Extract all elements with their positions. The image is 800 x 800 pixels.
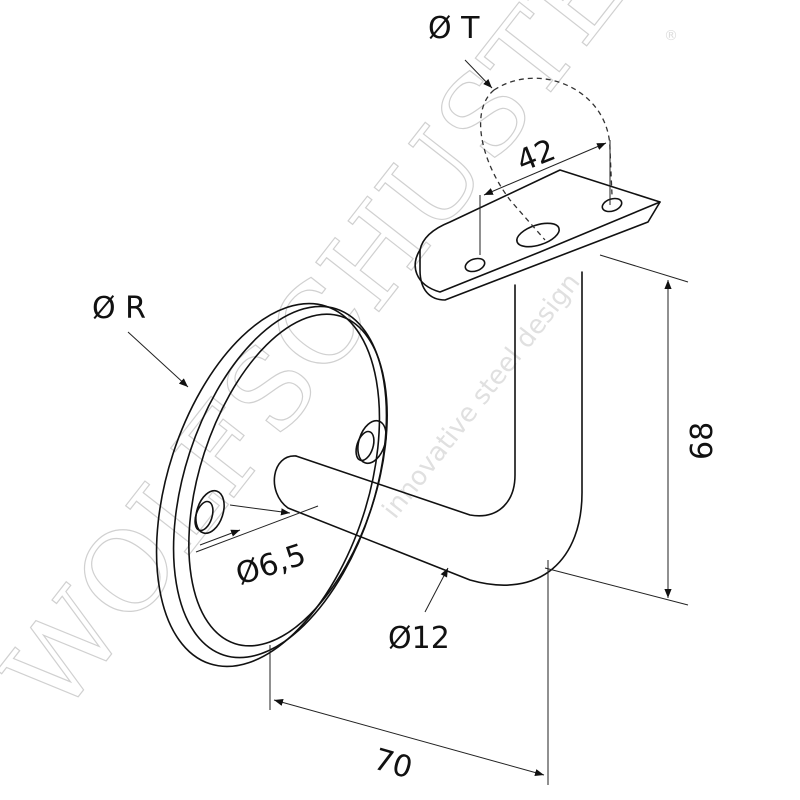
bar-diameter-label: Ø12	[388, 621, 450, 656]
height-label: 68	[685, 422, 720, 460]
saddle-plate	[414, 169, 661, 301]
rosette-diameter-label: Ø R	[92, 291, 146, 326]
watermark: WOLFSCHUSTER innovative steel design	[0, 0, 706, 737]
hole-diameter-label: Ø6,5	[232, 537, 311, 592]
wall-plate	[155, 302, 388, 668]
bracket-bar	[273, 271, 583, 586]
watermark-brand: WOLFSCHUSTER	[0, 0, 706, 737]
projection-label: 70	[370, 742, 416, 786]
tube-outline	[480, 77, 613, 241]
dimension-lines	[127, 59, 689, 785]
tube-diameter-label: Ø T	[428, 11, 480, 46]
registered-mark: ®	[664, 28, 678, 44]
